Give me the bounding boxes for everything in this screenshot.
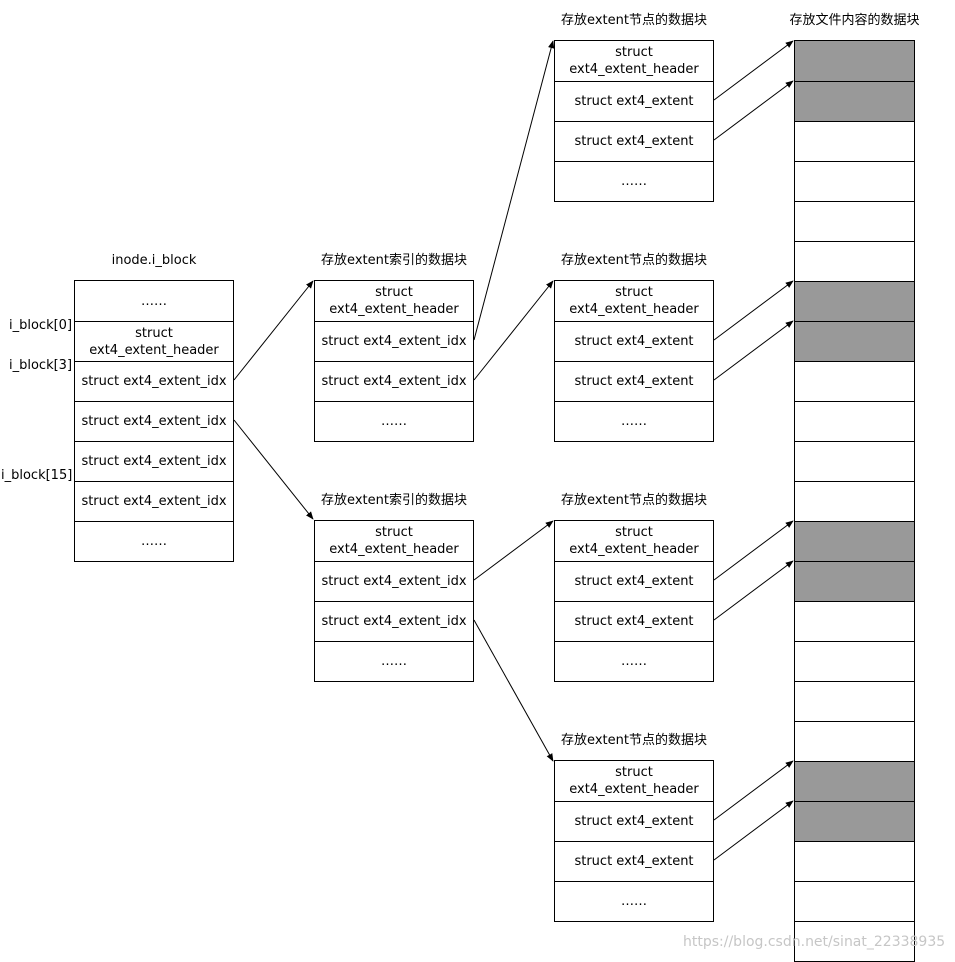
extent-cell: struct ext4_extent — [555, 121, 713, 161]
data-block-free — [795, 841, 914, 881]
ellipsis-cell: …… — [75, 521, 233, 561]
extent-cell: struct ext4_extent — [555, 361, 713, 401]
extent-cell: struct ext4_extent — [555, 81, 713, 121]
ellipsis-cell: …… — [555, 401, 713, 441]
data-block-free — [795, 121, 914, 161]
data-block-used — [795, 321, 914, 361]
i-block-3-label: i_block[3] — [9, 358, 73, 373]
extent-cell: struct ext4_extent — [555, 601, 713, 641]
data-block-used — [795, 81, 914, 121]
extent-idx-cell: struct ext4_extent_idx — [75, 361, 233, 401]
extent-idx-cell: struct ext4_extent_idx — [75, 481, 233, 521]
leaf-block-title: 存放extent节点的数据块 — [561, 253, 707, 268]
i-block-0-label: i_block[0] — [9, 318, 73, 333]
ellipsis-cell: …… — [555, 881, 713, 921]
data-block-used — [795, 801, 914, 841]
data-block-free — [795, 641, 914, 681]
extent-idx-cell: struct ext4_extent_idx — [315, 601, 473, 641]
arrow-index2-to-leaf-4 — [473, 619, 554, 762]
extent-cell: struct ext4_extent — [555, 321, 713, 361]
ellipsis-cell: …… — [555, 161, 713, 201]
data-block-free — [795, 241, 914, 281]
data-block-free — [795, 361, 914, 401]
arrow-inode-to-index-1 — [233, 280, 314, 381]
leaf-block-title: 存放extent节点的数据块 — [561, 493, 707, 508]
data-block-free — [795, 401, 914, 441]
extent-idx-cell: struct ext4_extent_idx — [75, 441, 233, 481]
data-block-free — [795, 441, 914, 481]
extent-idx-cell: struct ext4_extent_idx — [315, 561, 473, 601]
extent-idx-cell: struct ext4_extent_idx — [315, 361, 473, 401]
arrow-leaf4-to-data — [713, 800, 794, 861]
index-block-title: 存放extent索引的数据块 — [321, 493, 467, 508]
extent-cell: struct ext4_extent — [555, 561, 713, 601]
arrow-index1-to-leaf-1 — [473, 40, 555, 341]
data-block-free — [795, 721, 914, 761]
data-block-used — [795, 41, 914, 81]
data-column-title: 存放文件内容的数据块 — [789, 13, 920, 28]
arrow-leaf1-to-data — [713, 80, 794, 141]
arrow-index1-to-leaf-2 — [473, 280, 554, 381]
index-block-title: 存放extent索引的数据块 — [321, 253, 467, 268]
data-block-used — [795, 761, 914, 801]
extent-idx-cell: struct ext4_extent_idx — [75, 401, 233, 441]
extent-idx-cell: struct ext4_extent_idx — [315, 321, 473, 361]
leaf-block-title: 存放extent节点的数据块 — [561, 733, 707, 748]
arrow-leaf3-to-data — [713, 520, 794, 581]
ellipsis-cell: …… — [141, 293, 167, 309]
leaf-block-title: 存放extent节点的数据块 — [561, 13, 707, 28]
arrow-index2-to-leaf-3 — [473, 520, 554, 581]
data-block-free — [795, 601, 914, 641]
data-block-used — [795, 561, 914, 601]
file-data-blocks — [794, 40, 915, 962]
data-block-free — [795, 161, 914, 201]
inode-title: inode.i_block — [111, 253, 197, 268]
extent-cell: struct ext4_extent — [555, 841, 713, 881]
arrow-leaf4-to-data — [713, 760, 794, 821]
extent-cell: struct ext4_extent — [555, 801, 713, 841]
ellipsis-cell: …… — [315, 401, 473, 441]
arrow-leaf2-to-data — [713, 280, 794, 341]
ellipsis-cell: …… — [555, 641, 713, 681]
data-block-used — [795, 521, 914, 561]
data-block-used — [795, 281, 914, 321]
watermark: https://blog.csdn.net/sinat_22338935 — [683, 934, 946, 950]
i-block-15-label: i_block[15] — [1, 468, 73, 483]
ellipsis-cell: …… — [315, 641, 473, 681]
data-block-free — [795, 201, 914, 241]
arrow-inode-to-index-2 — [233, 419, 314, 520]
data-block-free — [795, 481, 914, 521]
data-block-free — [795, 681, 914, 721]
arrow-leaf2-to-data — [713, 320, 794, 381]
arrow-leaf3-to-data — [713, 560, 794, 621]
data-block-free — [795, 921, 914, 961]
arrow-leaf1-to-data — [713, 40, 794, 101]
data-block-free — [795, 881, 914, 921]
